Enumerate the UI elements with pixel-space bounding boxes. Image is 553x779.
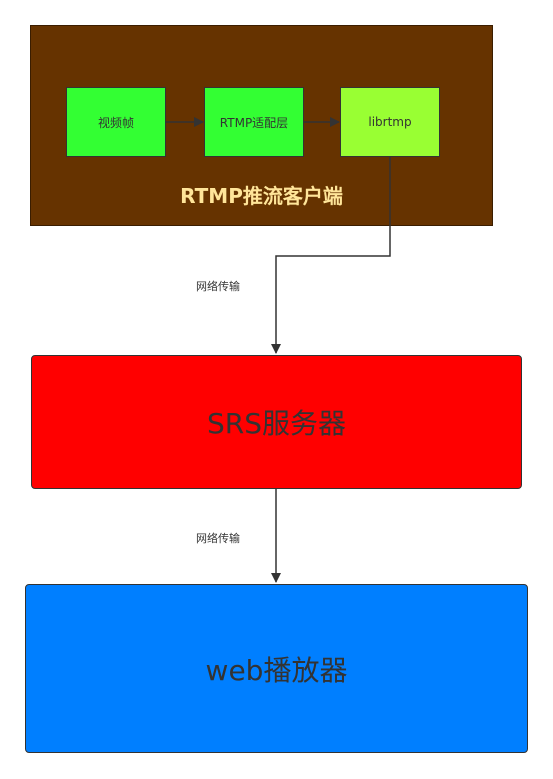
video-frame-label: 视频帧 (97, 115, 134, 130)
rtmp-client-title: RTMP推流客户端 (180, 184, 343, 208)
librtmp-node: librtmp (340, 87, 440, 157)
web-player-label: web播放器 (205, 653, 348, 687)
srs-server-label: SRS服务器 (206, 407, 346, 440)
edge-label-network-transfer-2: 网络传输 (196, 532, 240, 545)
rtmp-adapter-label: RTMP适配层 (219, 115, 289, 130)
rtmp-adapter-node: RTMP适配层 (204, 87, 304, 157)
srs-server-node: SRS服务器 (31, 355, 522, 489)
video-frame-node: 视频帧 (66, 87, 166, 157)
web-player-node: web播放器 (25, 584, 528, 753)
librtmp-label: librtmp (368, 115, 412, 129)
edge-label-network-transfer-1: 网络传输 (196, 280, 240, 293)
